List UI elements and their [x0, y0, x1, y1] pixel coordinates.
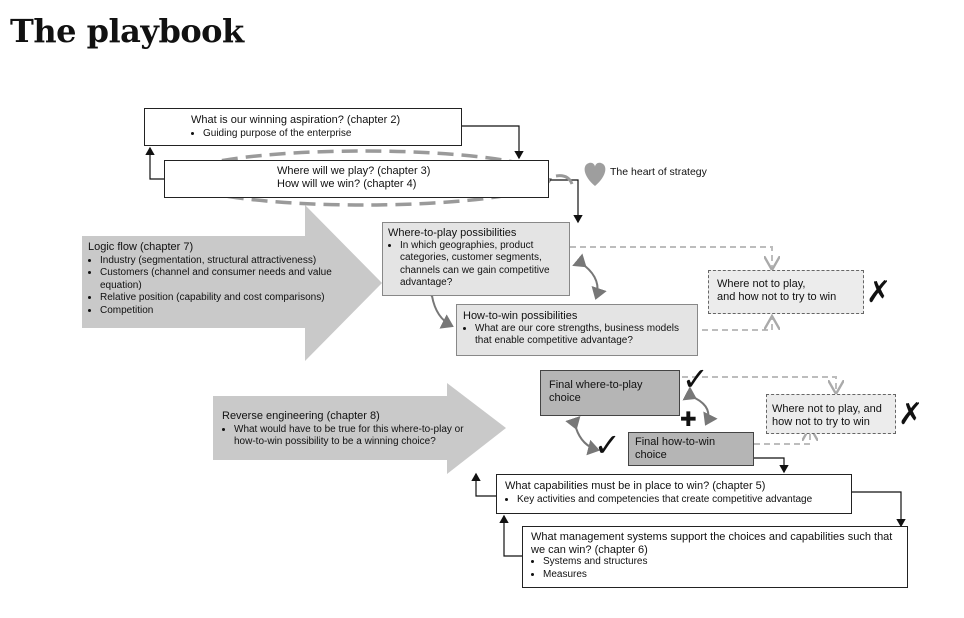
management-systems-box: What management systems support the choi… — [522, 526, 908, 588]
connector-final-to-capabilities — [754, 457, 789, 474]
cross-mark-icon: ✗ — [866, 275, 892, 310]
management-bullet: Systems and structures — [543, 556, 899, 569]
connector-play-to-aspiration — [145, 146, 164, 180]
logic-flow-bullet: Industry (segmentation, structural attra… — [100, 255, 366, 268]
final-htw-line2: choice — [635, 449, 667, 461]
final-wtp-line1: Final where-to-play — [549, 379, 643, 391]
logic-flow-arrow — [82, 205, 382, 361]
logic-flow-bullet: Customers (channel and consumer needs an… — [100, 267, 366, 292]
management-bullet: Measures — [543, 569, 899, 582]
where-to-play-possibilities-box: Where-to-play possibilities In which geo… — [382, 222, 570, 296]
connector-capabilities-loop — [471, 472, 496, 497]
win-question: How will we win? (chapter 4) — [277, 178, 417, 190]
connector-play-to-possibilities — [550, 179, 583, 224]
final-how-to-win-box: Final how-to-win choice — [628, 432, 754, 466]
plus-icon: ✚ — [680, 407, 697, 431]
not-play-2-line2: how not to try to win — [772, 416, 870, 428]
reverse-engineering-bullet: What would have to be true for this wher… — [234, 424, 484, 449]
wtp-possibilities-title: Where-to-play possibilities — [388, 227, 517, 239]
logic-flow-bullet: Competition — [100, 305, 366, 318]
wtp-possibilities-bullet: In which geographies, product categories… — [400, 240, 564, 290]
htw-possibilities-title: How-to-win possibilities — [463, 310, 578, 322]
check-mark-icon: ✓ — [682, 360, 709, 398]
not-play-1-line1: Where not to play, — [717, 278, 806, 290]
reverse-engineering-title: Reverse engineering (chapter 8) — [222, 410, 380, 422]
aspiration-title: What is our winning aspiration? (chapter… — [191, 114, 401, 126]
final-wtp-line2: choice — [549, 392, 581, 404]
aspiration-box: What is our winning aspiration? (chapter… — [144, 108, 462, 146]
dashed-connector-wtp-to-notplay — [570, 246, 772, 268]
capabilities-box: What capabilities must be in place to wi… — [496, 474, 852, 514]
capabilities-title: What capabilities must be in place to wi… — [505, 480, 766, 492]
connector-capabilities-to-management — [852, 491, 906, 528]
where-not-to-play-box-2: Where not to play, and how not to try to… — [766, 394, 896, 434]
reverse-engineering-text: Reverse engineering (chapter 8) What wou… — [222, 410, 484, 449]
cycle-arrow-final-left — [565, 415, 600, 456]
heart-oval — [176, 149, 552, 207]
aspiration-bullet: Guiding purpose of the enterprise — [203, 127, 461, 140]
htw-possibilities-bullet: What are our core strengths, business mo… — [475, 323, 691, 348]
logic-flow-text: Logic flow (chapter 7) Industry (segment… — [88, 241, 366, 317]
not-play-1-line2: and how not to try to win — [717, 291, 837, 303]
page-title: The playbook — [10, 12, 244, 50]
connector-management-loop — [499, 514, 522, 557]
dashed-connector-finalwtp-to-notplay — [682, 376, 836, 392]
heart-label: The heart of strategy — [610, 166, 707, 178]
reverse-engineering-arrow — [213, 383, 506, 474]
cycle-arrow-final-right — [682, 386, 718, 426]
cycle-arrow-possibilities-right — [572, 253, 607, 300]
connector-aspiration-to-play — [462, 125, 524, 160]
where-not-to-play-box-1: Where not to play, and how not to try to… — [708, 270, 864, 314]
play-win-box: Where will we play? (chapter 3) How will… — [164, 160, 549, 198]
final-htw-line1: Final how-to-win — [635, 436, 716, 448]
capabilities-bullet: Key activities and competencies that cre… — [517, 493, 843, 506]
final-where-to-play-box: Final where-to-play choice — [540, 370, 680, 416]
heart-icon — [584, 162, 606, 186]
cycle-arrow-possibilities-left — [422, 284, 454, 329]
logic-flow-bullet: Relative position (capability and cost c… — [100, 292, 366, 305]
how-to-win-possibilities-box: How-to-win possibilities What are our co… — [456, 304, 698, 356]
dashed-connector-htw-to-notplay — [702, 318, 772, 331]
check-mark-icon: ✓ — [594, 426, 621, 464]
play-question: Where will we play? (chapter 3) — [277, 165, 431, 177]
not-play-2-line1: Where not to play, and — [772, 403, 882, 415]
dashed-connector-finalhtw-to-notplay — [754, 429, 810, 445]
cross-mark-icon: ✗ — [898, 397, 924, 432]
management-title: What management systems support the choi… — [531, 531, 893, 556]
logic-flow-title: Logic flow (chapter 7) — [88, 241, 194, 253]
